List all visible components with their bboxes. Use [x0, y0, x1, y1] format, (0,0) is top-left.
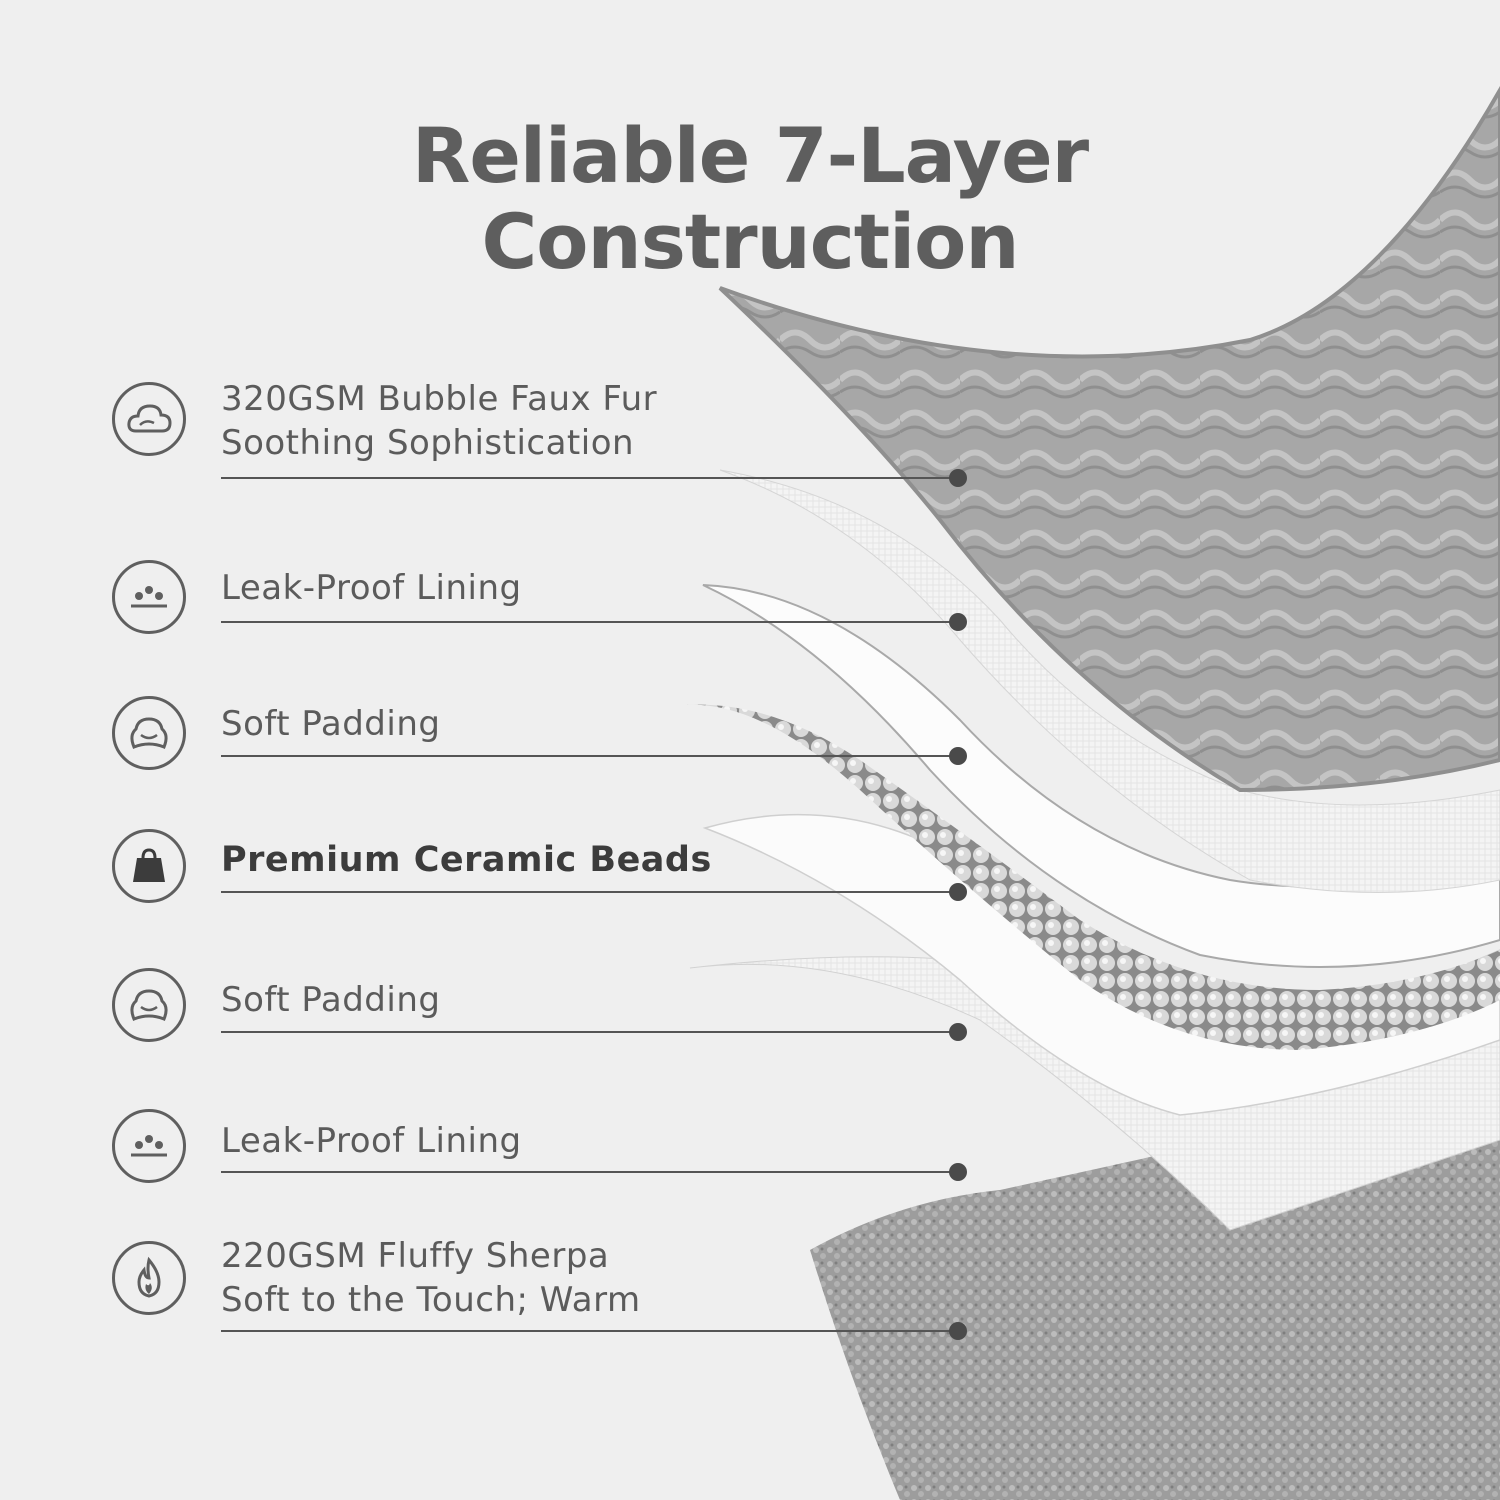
layer-3-title: Soft Padding — [221, 704, 441, 744]
layer-2-title: Leak-Proof Lining — [221, 568, 522, 608]
layer-1-subtitle: Soothing Sophistication — [221, 423, 635, 463]
leader-line — [221, 1171, 958, 1173]
layer-6-title: Leak-Proof Lining — [221, 1121, 522, 1161]
cloud-icon — [112, 382, 186, 456]
title-line-2: Construction — [481, 196, 1020, 286]
leader-dot — [949, 1322, 967, 1340]
leader-line — [221, 1031, 958, 1033]
layer-4-title: Premium Ceramic Beads — [221, 840, 712, 880]
lining-sheet-top — [719, 469, 1500, 893]
pillow-padding-icon — [112, 696, 186, 770]
layer-1-title: 320GSM Bubble Faux Fur — [221, 379, 658, 419]
title-line-1: Reliable 7-Layer — [411, 110, 1089, 200]
padding-sheet-top — [702, 584, 1500, 968]
ceramic-beads-layer — [685, 704, 1500, 1050]
layer-5-title: Soft Padding — [221, 980, 441, 1020]
pillow-padding-icon — [112, 968, 186, 1042]
leader-line — [221, 755, 958, 757]
weight-bag-icon — [112, 829, 186, 903]
leader-dot — [949, 469, 967, 487]
flame-icon — [112, 1241, 186, 1315]
leader-dot — [949, 1023, 967, 1041]
leader-line — [221, 1330, 958, 1332]
leader-line — [221, 891, 958, 893]
dots-lining-icon — [112, 1109, 186, 1183]
layer-7-title: 220GSM Fluffy Sherpa — [221, 1236, 610, 1276]
leader-dot — [949, 1163, 967, 1181]
leader-dot — [949, 883, 967, 901]
layer-7-subtitle: Soft to the Touch; Warm — [221, 1280, 641, 1320]
leader-dot — [949, 747, 967, 765]
leader-line — [221, 477, 958, 479]
faux-fur-layer — [718, 85, 1500, 793]
leader-line — [221, 621, 958, 623]
leader-dot — [949, 613, 967, 631]
page-title: Reliable 7-Layer Construction — [0, 110, 1500, 286]
dots-lining-icon — [112, 560, 186, 634]
